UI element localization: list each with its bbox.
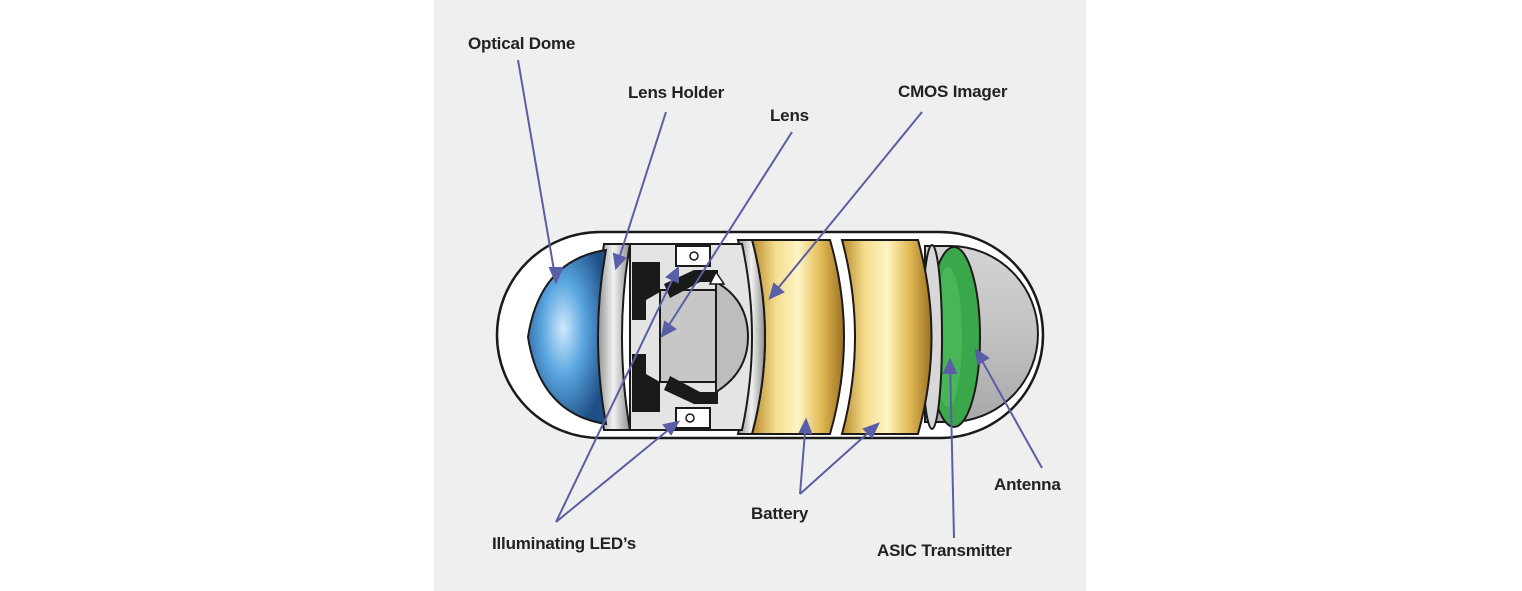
arrow-optical-dome [548, 267, 564, 285]
arrow-cmos [768, 282, 785, 300]
leader-lines [517, 59, 1043, 539]
optical-dome [526, 248, 608, 426]
lens-barrel [659, 289, 721, 383]
arrow-battery-2 [862, 422, 880, 439]
arrow-asic [942, 357, 958, 374]
arrow-battery-1 [798, 417, 813, 435]
label-asic-transmitter: ASIC Transmitter [877, 541, 1012, 560]
arrow-led-bottom [662, 420, 681, 436]
arrow-lens [660, 320, 677, 338]
label-antenna: Antenna [994, 475, 1061, 494]
label-battery: Battery [751, 504, 809, 523]
label-cmos-imager: CMOS Imager [898, 82, 1008, 101]
label-lens-holder: Lens Holder [628, 83, 725, 102]
arrow-led-top [665, 265, 679, 284]
arrow-lens-holder [612, 252, 627, 271]
label-lens: Lens [770, 106, 809, 125]
label-illuminating-leds: Illuminating LED’s [492, 534, 637, 553]
arrow-antenna [974, 347, 990, 366]
label-optical-dome: Optical Dome [468, 34, 576, 53]
battery-cell-2 [840, 239, 933, 435]
